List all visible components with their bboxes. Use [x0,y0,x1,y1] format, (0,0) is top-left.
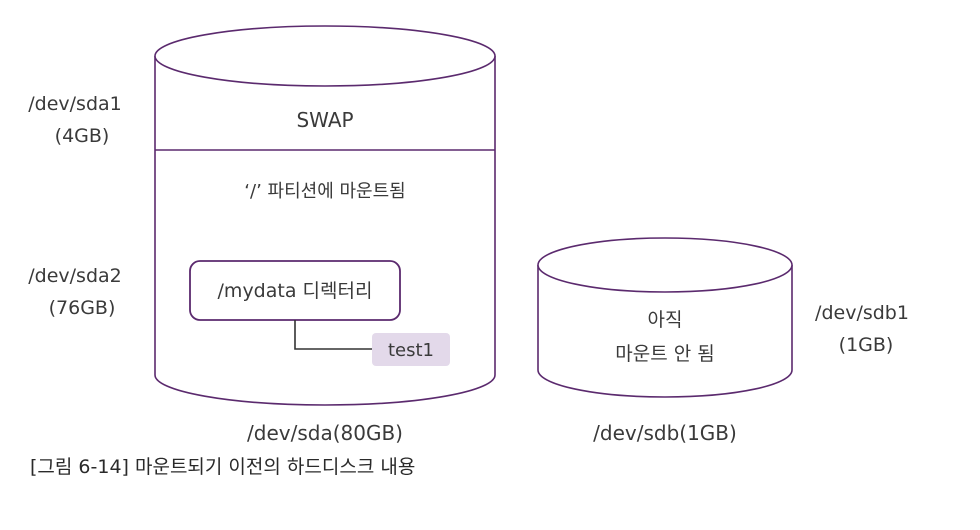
sdb-status-line1: 아직 [648,309,683,331]
swap-label: SWAP [296,108,353,132]
sda1-size-label: (4GB) [55,125,110,147]
disk-sda-cylinder [154,25,496,406]
figure-caption: [그림 6-14] 마운트되기 이전의 하드디스크 내용 [30,456,416,478]
disk-sda-top [154,25,496,87]
sdb-status-line2: 마운트 안 됨 [615,343,714,365]
root-mount-label: ‘/’ 파티션에 마운트됨 [244,181,405,202]
mydata-directory-label: /mydata 디렉터리 [218,280,373,302]
sda2-size-label: (76GB) [49,297,116,319]
sdb1-device-label: /dev/sdb1 [815,302,909,324]
disk-sdb-top [537,237,793,293]
disk-sdb-cylinder [537,237,793,398]
sda1-device-label: /dev/sda1 [28,93,122,115]
disk-sdb-body [537,265,793,398]
sda-disk-label: /dev/sda(80GB) [247,421,403,445]
directory-file-connector [294,320,372,350]
sdb-disk-label: /dev/sdb(1GB) [593,421,737,445]
sdb1-size-label: (1GB) [839,334,894,356]
test1-file-label: test1 [388,340,434,361]
disk-sda-body [154,56,496,406]
test1-file-tag [372,333,450,366]
sda2-device-label: /dev/sda2 [28,265,122,287]
